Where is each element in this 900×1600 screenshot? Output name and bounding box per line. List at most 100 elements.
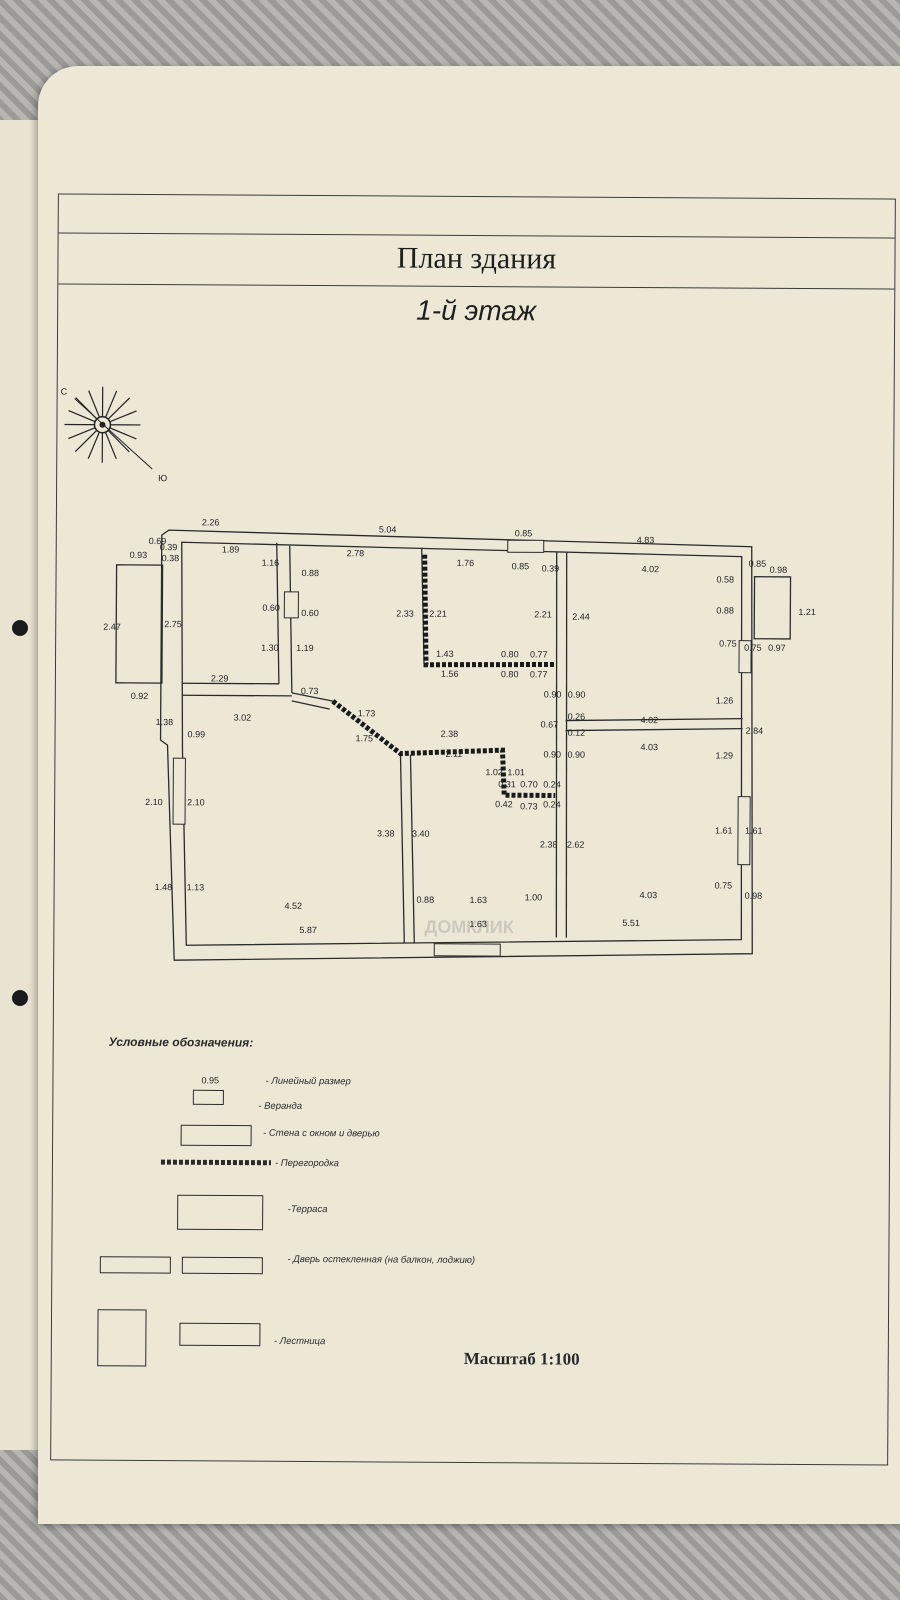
dimension-label: 5.51 bbox=[622, 918, 640, 928]
legend-title: Условные обозначения: bbox=[108, 1034, 254, 1050]
dimension-label: 1.63 bbox=[470, 895, 488, 905]
dimension-label: 1.21 bbox=[798, 607, 816, 617]
dimension-label: 0.98 bbox=[770, 565, 788, 575]
dimension-label: 2.44 bbox=[572, 612, 590, 622]
dimension-label: 0.12 bbox=[568, 728, 586, 738]
dimension-label: 4.02 bbox=[641, 715, 659, 725]
dimension-label: 2.78 bbox=[347, 548, 365, 558]
dimension-label: 0.90 bbox=[544, 689, 562, 699]
dimension-label: 2.38 bbox=[540, 839, 558, 849]
dimension-label: 2.33 bbox=[396, 609, 414, 619]
legend-sample-dimension: 0.95 bbox=[201, 1075, 219, 1085]
legend-veranda-label: - Веранда bbox=[258, 1100, 303, 1112]
dimension-label: 2.21 bbox=[534, 609, 552, 619]
dimension-label: 0.38 bbox=[162, 553, 180, 563]
dimension-label: 5.87 bbox=[299, 925, 317, 935]
dimension-label: 0.92 bbox=[131, 691, 149, 701]
windows bbox=[172, 539, 752, 957]
dimension-label: 0.90 bbox=[567, 750, 585, 760]
dimension-label: 0.26 bbox=[568, 712, 586, 722]
dimension-label: 2.47 bbox=[103, 622, 121, 632]
legend-partition-label: - Перегородка bbox=[274, 1157, 339, 1170]
floor-plan: С Ю bbox=[61, 386, 816, 1367]
stairs-symbol-icon bbox=[97, 1309, 147, 1367]
dimension-label: 0.85 bbox=[749, 559, 767, 569]
dimension-label: 0.58 bbox=[717, 574, 735, 584]
dimension-label: 4.02 bbox=[642, 564, 660, 574]
dimension-label: 0.70 bbox=[520, 779, 538, 789]
dimension-label: 0.31 bbox=[498, 779, 516, 789]
dimension-label: 0.99 bbox=[188, 729, 206, 739]
dimension-label: 1.56 bbox=[441, 669, 459, 679]
legend-glazed-door-label: - Дверь остекленная (на балкон, лоджию) bbox=[287, 1253, 476, 1267]
dimension-label: 1.26 bbox=[716, 695, 734, 705]
dimension-label: 3.02 bbox=[234, 713, 252, 723]
dimension-label: 0.73 bbox=[301, 686, 319, 696]
dimension-label: 0.42 bbox=[495, 799, 513, 809]
legend-terrace-label: -Терраса bbox=[287, 1203, 328, 1216]
document-sheet: План здания 1-й этаж ДОМКЛИК bbox=[38, 66, 900, 1524]
glazed-door-symbol-icon bbox=[99, 1256, 171, 1274]
dimension-label: 4.52 bbox=[284, 901, 302, 911]
punch-hole bbox=[12, 990, 28, 1006]
compass-rose-icon: С Ю bbox=[61, 386, 168, 483]
dimension-label: 1.48 bbox=[155, 882, 173, 892]
dimension-label: 1.16 bbox=[262, 558, 280, 568]
dimension-label: 1.01 bbox=[507, 767, 525, 777]
dimension-label: 1.89 bbox=[222, 544, 240, 554]
dimension-label: 0.69 bbox=[149, 536, 167, 546]
dimension-label: 0.75 bbox=[744, 643, 762, 653]
dimension-label: 2.62 bbox=[567, 840, 585, 850]
legend-linear-label: - Линейный размер bbox=[265, 1075, 351, 1088]
dimension-label: 2.10 bbox=[145, 797, 163, 807]
dimension-label: 1.00 bbox=[525, 892, 543, 902]
dimension-label: 0.60 bbox=[301, 608, 319, 618]
dimension-label: 0.39 bbox=[160, 542, 178, 552]
legend-symbols bbox=[97, 1089, 271, 1367]
dimension-label: 2.21 bbox=[429, 609, 447, 619]
punch-hole bbox=[12, 620, 28, 636]
dimension-label: 0.24 bbox=[543, 779, 561, 789]
dimension-label: 0.97 bbox=[768, 643, 786, 653]
dimension-label: 0.73 bbox=[520, 801, 538, 811]
dimension-label: 0.67 bbox=[541, 719, 559, 729]
veranda-symbol-icon bbox=[192, 1089, 224, 1105]
dimension-label: 2.11 bbox=[445, 749, 462, 759]
dimension-label: 0.88 bbox=[417, 895, 435, 905]
dimension-label: 0.90 bbox=[568, 690, 586, 700]
partition-symbol-icon bbox=[160, 1159, 271, 1166]
drawing-frame: План здания 1-й этаж ДОМКЛИК bbox=[50, 193, 896, 1466]
dimension-label: 0.75 bbox=[719, 639, 737, 649]
dimension-label: 5.04 bbox=[379, 524, 397, 534]
partitions bbox=[331, 554, 557, 799]
dimension-label: 0.77 bbox=[530, 649, 548, 659]
stairs-symbol-icon bbox=[179, 1322, 261, 1347]
dimension-label: 0.77 bbox=[530, 669, 548, 679]
dimension-label: 3.40 bbox=[412, 829, 430, 839]
dimension-label: 0.85 bbox=[512, 561, 530, 571]
dimension-label: 1.63 bbox=[469, 919, 487, 929]
dimension-label: 1.30 bbox=[261, 643, 279, 653]
dimension-label: 2.29 bbox=[211, 673, 229, 683]
dimension-label: 4.03 bbox=[640, 890, 658, 900]
dimension-label: 2.26 bbox=[202, 517, 220, 527]
dimension-label: 1.75 bbox=[356, 733, 374, 743]
dimension-label: 0.39 bbox=[542, 563, 560, 573]
wall-symbol-icon bbox=[180, 1124, 252, 1147]
dimension-label: 0.98 bbox=[745, 891, 763, 901]
dimension-labels: 2.26 5.04 0.85 4.83 0.93 0.39 0.69 0.38 … bbox=[103, 517, 816, 935]
dimension-label: 2.38 bbox=[441, 729, 459, 739]
terrace-symbol-icon bbox=[177, 1194, 264, 1231]
dimension-label: 1.43 bbox=[436, 649, 454, 659]
dimension-label: 1.19 bbox=[296, 643, 314, 653]
dimension-label: 0.93 bbox=[130, 550, 148, 560]
scale-label: Масштаб 1:100 bbox=[463, 1348, 580, 1369]
walls bbox=[115, 529, 792, 961]
dimension-label: 1.13 bbox=[187, 882, 205, 892]
dimension-label: 0.88 bbox=[302, 568, 320, 578]
dimension-label: 4.83 bbox=[637, 535, 655, 545]
dimension-label: 3.38 bbox=[377, 828, 395, 838]
dimension-label: 2.75 bbox=[164, 619, 182, 629]
dimension-label: 2.84 bbox=[746, 726, 764, 736]
dimension-label: 2.10 bbox=[187, 797, 205, 807]
